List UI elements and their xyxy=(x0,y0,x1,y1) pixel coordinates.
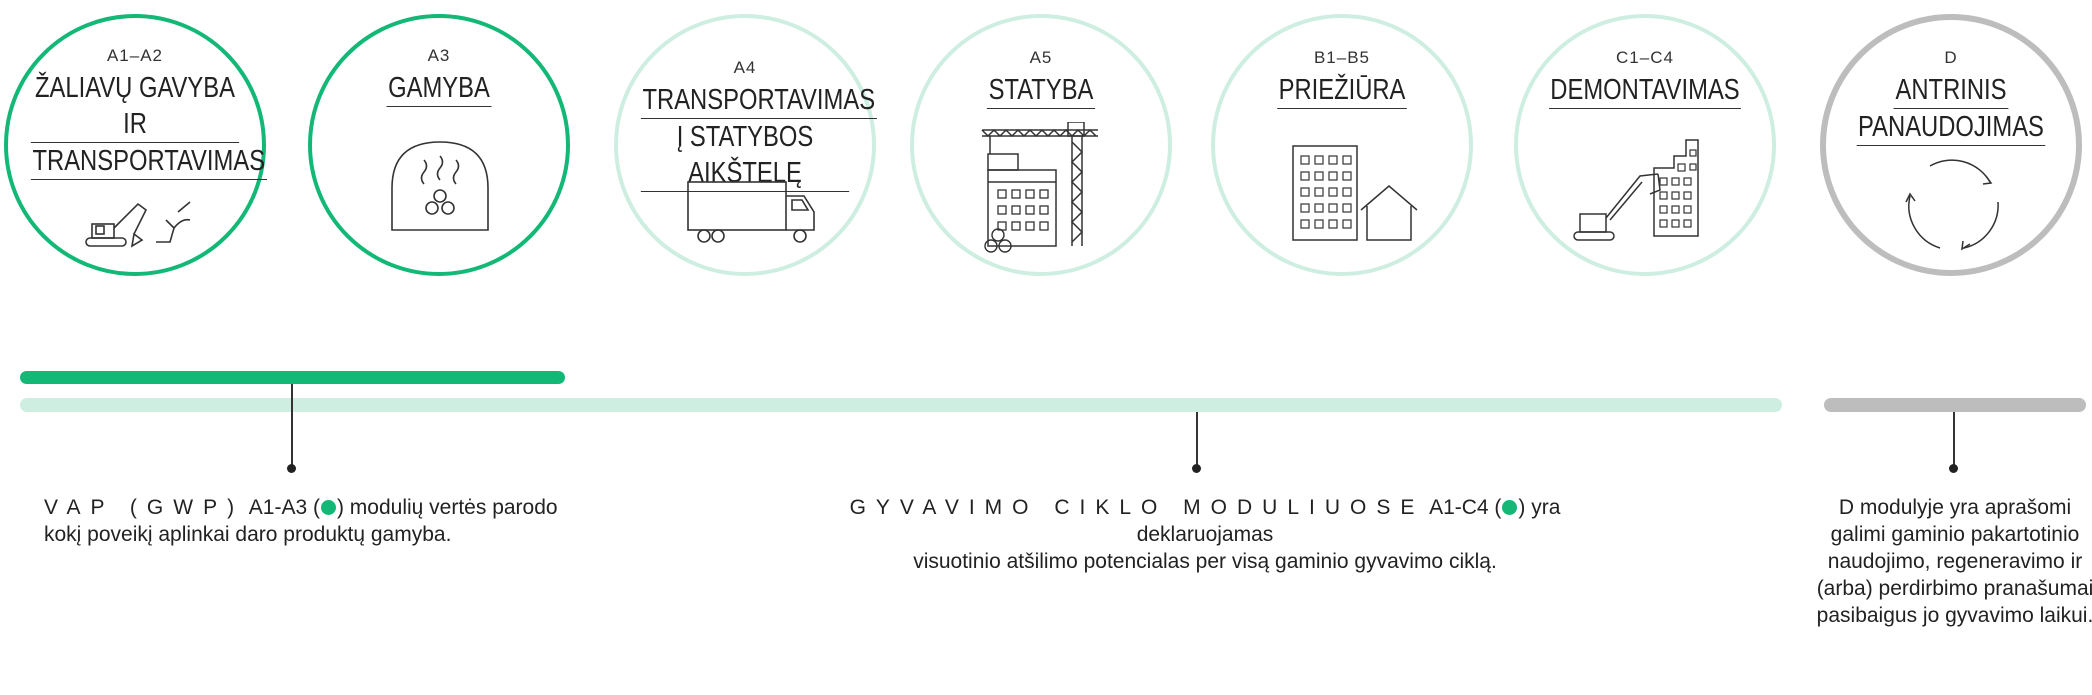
stage-title-line: PRIEŽIŪRA xyxy=(1276,72,1408,109)
stage-code: C1–C4 xyxy=(1616,48,1674,67)
note-a1-a3: VAP (GWP) A1-A3 ( ) modulių vertės parodo… xyxy=(44,494,664,548)
note-d: D modulyje yra aprašomi galimi gaminio p… xyxy=(1760,494,2092,629)
cycle-icon xyxy=(1905,159,1999,251)
stage-a3: A3 GAMYBA xyxy=(308,14,570,276)
stage-a5: A5 STATYBA xyxy=(910,14,1172,276)
stage-title-line: PANAUDOJIMAS xyxy=(1856,109,2046,146)
stage-code: A1–A2 xyxy=(106,46,164,65)
connector-dot xyxy=(1192,464,1201,473)
furnace-icon xyxy=(391,141,489,231)
green-dot-icon xyxy=(320,500,336,515)
note-text: pasibaigus jo gyvavimo laikui. xyxy=(1816,604,2092,627)
stage-title-line: GAMYBA xyxy=(386,70,492,107)
stage-a4: A4 TRANSPORTAVIMAS Į STATYBOS AIKŠTELĘ xyxy=(614,14,877,276)
stage-title-line: TRANSPORTAVIMAS xyxy=(30,143,267,180)
connector-line xyxy=(1196,412,1198,468)
stage-title: STATYBA xyxy=(937,72,1145,109)
note-a1-c4: GYVAVIMO CIKLO MODULIUOSE A1-C4 () yra d… xyxy=(790,494,1620,575)
note-module-text: A1-C4 ( xyxy=(1429,496,1502,519)
note-text: D modulyje yra aprašomi xyxy=(1838,496,2072,519)
stage-title-line: ŽALIAVŲ GAVYBA IR xyxy=(30,70,240,143)
note-text: ) yra deklaruojamas xyxy=(1136,496,1561,546)
truck-icon xyxy=(687,181,815,243)
stage-c1-c4: C1–C4 DEMONTAVIMAS xyxy=(1514,14,1776,276)
stage-a1-a2: A1–A2 ŽALIAVŲ GAVYBA IR TRANSPORTAVIMAS xyxy=(4,14,267,276)
stage-title-line: DEMONTAVIMAS xyxy=(1548,72,1742,109)
pipes-icon xyxy=(984,228,1012,253)
note-text: (arba) perdirbimo pranašumai xyxy=(1816,577,2092,600)
stage-code: A5 xyxy=(1029,48,1053,67)
stage-code: A3 xyxy=(427,46,451,65)
stage-title: PRIEŽIŪRA xyxy=(1238,72,1446,109)
stage-b1-b5: B1–B5 PRIEŽIŪRA xyxy=(1211,14,1473,276)
excavator-icon xyxy=(85,201,191,248)
stage-title-line: TRANSPORTAVIMAS xyxy=(640,82,877,119)
green-dot-icon xyxy=(1502,500,1518,515)
a1-c4-bar xyxy=(20,398,1782,412)
stage-title: GAMYBA xyxy=(335,70,543,107)
note-spaced-text: GYVAVIMO CIKLO MODULIUOSE xyxy=(849,496,1425,519)
note-text: ) modulių vertės parodo xyxy=(336,496,558,519)
crane-building-icon xyxy=(981,122,1098,247)
connector-dot xyxy=(1949,464,1958,473)
note-module-text: A1-A3 ( xyxy=(248,496,320,519)
stage-code: B1–B5 xyxy=(1313,48,1371,67)
stage-title-line: STATYBA xyxy=(986,72,1096,109)
stage-title-line: ANTRINIS xyxy=(1893,72,2009,109)
stage-code: D xyxy=(1944,48,1958,67)
stage-code: A4 xyxy=(733,58,757,77)
a1-a3-bar xyxy=(20,371,565,384)
stage-title: ANTRINIS PANAUDOJIMAS xyxy=(1849,72,2054,146)
connector-line xyxy=(1953,412,1955,468)
connector-line xyxy=(291,384,293,468)
stage-title: TRANSPORTAVIMAS Į STATYBOS AIKŠTELĘ xyxy=(640,82,877,192)
note-spaced-text: VAP (GWP) xyxy=(44,496,245,519)
note-text: visuotinio atšilimo potencialas per visą… xyxy=(913,550,1497,573)
connector-dot xyxy=(287,464,296,473)
note-text: kokį poveikį aplinkai daro produktų gamy… xyxy=(44,523,452,546)
stage-title: ŽALIAVŲ GAVYBA IR TRANSPORTAVIMAS xyxy=(30,70,267,180)
note-text: galimi gaminio pakartotinio xyxy=(1830,523,2080,546)
d-bar xyxy=(1824,398,2086,412)
stage-d: D ANTRINIS PANAUDOJIMAS xyxy=(1820,14,2082,276)
buildings-icon xyxy=(1292,145,1418,241)
demolition-icon xyxy=(1573,139,1699,241)
note-text: naudojimo, regeneravimo ir xyxy=(1827,550,2083,573)
stage-title: DEMONTAVIMAS xyxy=(1541,72,1749,109)
stage-title-line: Į STATYBOS AIKŠTELĘ xyxy=(640,119,850,192)
